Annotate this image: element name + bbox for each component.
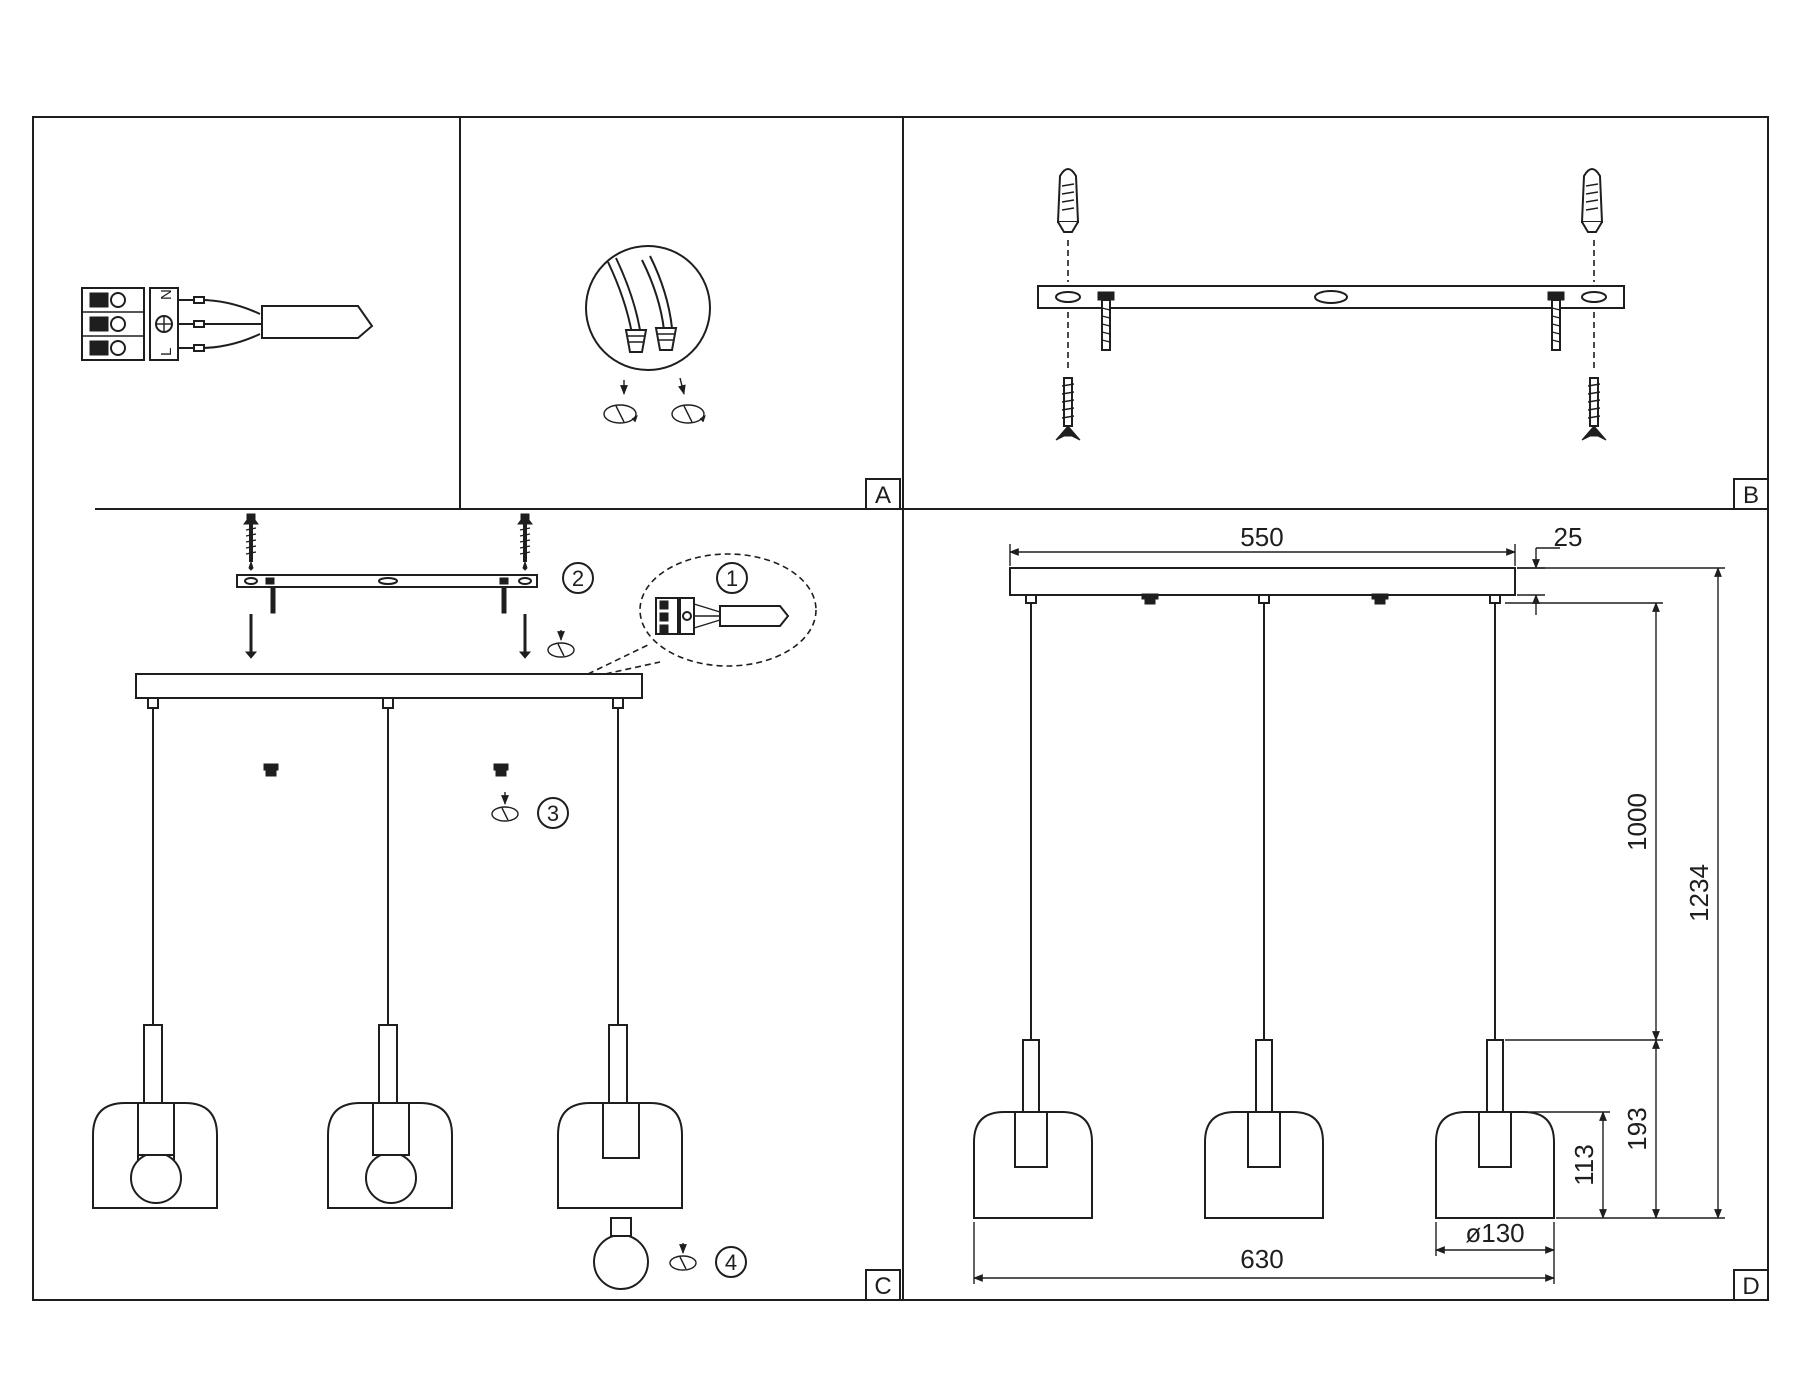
pendant-lamp-2 bbox=[327, 1024, 453, 1209]
pendant-lamp-1 bbox=[92, 1024, 218, 1209]
dim-lamp-height: 193 bbox=[1622, 1107, 1652, 1150]
step-3-marker bbox=[537, 797, 569, 829]
dim-shade-height: 113 bbox=[1569, 1144, 1599, 1185]
step-4-marker bbox=[715, 1246, 747, 1278]
dim-overall-width: 630 bbox=[1240, 1244, 1283, 1274]
bolt-left bbox=[1097, 291, 1115, 351]
svg-text:3: 3 bbox=[547, 801, 559, 826]
bulb-install-step: 4 bbox=[593, 1217, 747, 1290]
panel-tag-a: A bbox=[865, 478, 901, 510]
step-2-marker bbox=[562, 562, 594, 594]
svg-text:1: 1 bbox=[726, 566, 738, 591]
pendant-lamp-3 bbox=[557, 1024, 683, 1209]
svg-text:4: 4 bbox=[725, 1250, 737, 1275]
terminal-detail-callout: 1 bbox=[587, 553, 817, 677]
dimension-drawing: 550 25 1234 1000 193 113 ø130 bbox=[973, 522, 1725, 1284]
terminal-label-n: N bbox=[158, 289, 175, 300]
bolt-right bbox=[1547, 291, 1565, 351]
wall-plug-left bbox=[1056, 168, 1080, 233]
dim-pendant-2 bbox=[1204, 1039, 1324, 1219]
dim-canopy-width: 550 bbox=[1240, 522, 1283, 552]
dim-pendant-3 bbox=[1435, 1039, 1555, 1219]
dim-pendant-1 bbox=[973, 1039, 1093, 1219]
terminal-block-illustration: N L bbox=[81, 287, 374, 361]
dim-canopy-height: 25 bbox=[1554, 522, 1583, 552]
canopy-with-pendants-assembly: 3 bbox=[92, 673, 683, 1209]
svg-text:A: A bbox=[875, 482, 891, 509]
terminal-label-l: L bbox=[158, 348, 175, 356]
bracket-mounting-step: 2 bbox=[236, 512, 594, 659]
dim-shade-diameter: ø130 bbox=[1465, 1218, 1524, 1248]
svg-text:C: C bbox=[874, 1273, 891, 1300]
dim-total-height: 1234 bbox=[1684, 864, 1714, 922]
mounting-bracket-illustration bbox=[1037, 168, 1625, 441]
screw-left bbox=[1055, 377, 1081, 441]
wire-connector-detail bbox=[585, 245, 711, 424]
panel-tag-d: D bbox=[1733, 1269, 1769, 1301]
svg-text:D: D bbox=[1742, 1273, 1759, 1300]
dim-cable-length: 1000 bbox=[1622, 793, 1652, 851]
step-1-marker bbox=[716, 562, 748, 594]
screw-right bbox=[1581, 377, 1607, 441]
svg-text:2: 2 bbox=[572, 566, 584, 591]
panel-tag-c: C bbox=[865, 1269, 901, 1301]
svg-text:B: B bbox=[1743, 482, 1759, 509]
panel-tag-b: B bbox=[1733, 478, 1769, 510]
wall-plug-right bbox=[1580, 168, 1604, 233]
